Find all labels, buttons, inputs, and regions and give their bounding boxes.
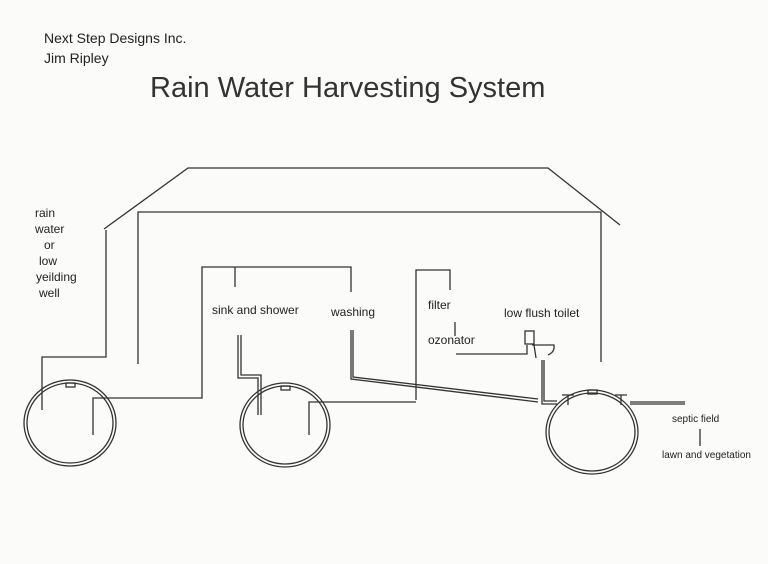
label-washing: washing (331, 305, 376, 319)
label-lawn: lawn and vegetation (662, 450, 751, 461)
septic-tank (545, 389, 639, 475)
label-sink-shower: sink and shower (212, 303, 299, 317)
label-source-1: rain (35, 206, 56, 220)
company-name: Next Step Designs Inc. (44, 30, 187, 46)
label-source-4: low (39, 254, 58, 268)
toilet-icon (524, 330, 555, 359)
label-source-6: well (39, 286, 60, 300)
storage-tank-2 (239, 382, 331, 468)
label-toilet: low flush toilet (504, 306, 580, 320)
label-ozonator: ozonator (428, 333, 475, 347)
label-filter: filter (428, 298, 451, 312)
label-source-2: water (35, 222, 65, 236)
author-name: Jim Ripley (44, 50, 109, 66)
roof (103, 167, 621, 364)
label-source-3: or (44, 238, 55, 252)
diagram-title: Rain Water Harvesting System (150, 72, 546, 104)
label-source-5: yeilding (36, 270, 77, 284)
pipes (41, 230, 701, 446)
label-septic-field: septic field (672, 414, 720, 425)
storage-tank-1 (23, 379, 117, 467)
